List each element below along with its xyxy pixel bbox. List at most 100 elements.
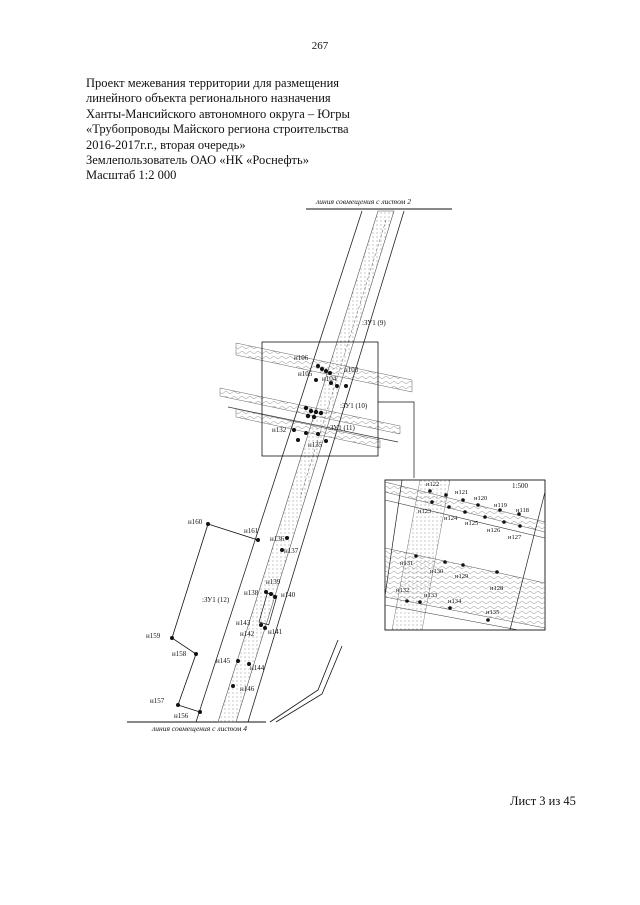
header-line: «Трубопроводы Майского региона строитель… bbox=[86, 122, 349, 137]
corridor-boundary bbox=[195, 210, 363, 723]
plot-label: :ЗУ1 (11) bbox=[328, 424, 356, 432]
survey-point bbox=[259, 623, 263, 627]
point-label: н142 bbox=[240, 630, 255, 638]
survey-point bbox=[264, 590, 268, 594]
survey-point bbox=[304, 431, 308, 435]
header-line: Ханты-Мансийского автономного округа – Ю… bbox=[86, 106, 350, 121]
point-label: н106 bbox=[294, 354, 309, 362]
point-label: н135 bbox=[308, 441, 323, 449]
point-label: н141 bbox=[268, 628, 283, 636]
point-label: н127 bbox=[508, 534, 522, 541]
survey-point bbox=[256, 538, 260, 542]
point-label: н156 bbox=[174, 712, 189, 720]
point-label: н125 bbox=[465, 520, 478, 527]
top-joining-line: линия совмещения с листом 2 bbox=[306, 197, 452, 210]
point-label: н143 bbox=[236, 619, 251, 627]
top-joining-label: линия совмещения с листом 2 bbox=[315, 197, 411, 206]
point-label: н138 bbox=[244, 589, 259, 597]
survey-point bbox=[198, 710, 202, 714]
point-label: н119 bbox=[494, 502, 507, 509]
survey-point bbox=[292, 428, 296, 432]
plot-label: :ЗУ1 (12) bbox=[202, 596, 230, 604]
survey-point bbox=[324, 369, 328, 373]
point-label: н132 bbox=[396, 587, 409, 594]
point-label: н145 bbox=[216, 657, 231, 665]
point-label: н103 bbox=[344, 366, 359, 374]
point-label: н105 bbox=[298, 370, 313, 378]
survey-point bbox=[344, 384, 348, 388]
point-label: н134 bbox=[448, 598, 462, 605]
point-label: н159 bbox=[146, 632, 161, 640]
point-label: н139 bbox=[266, 578, 281, 586]
point-label: н122 bbox=[426, 481, 439, 488]
survey-points bbox=[170, 364, 348, 714]
point-label: н146 bbox=[240, 685, 255, 693]
header-line: 2016-2017г.г., вторая очередь» bbox=[86, 137, 246, 152]
inset-map: 1:500 н122 н121 н120 н119 н118 н123 н124… bbox=[384, 479, 546, 631]
document-header: Проект межевания территории для размещен… bbox=[86, 76, 446, 184]
plot-label: :ЗУ1 (9) bbox=[362, 319, 386, 327]
survey-point bbox=[296, 438, 300, 442]
point-label: н161 bbox=[244, 527, 259, 535]
survey-point bbox=[328, 371, 332, 375]
survey-point bbox=[280, 548, 284, 552]
corridor-boundary bbox=[299, 219, 387, 499]
page-number: 267 bbox=[311, 40, 329, 52]
survey-point bbox=[194, 652, 198, 656]
survey-point bbox=[285, 536, 289, 540]
road-line bbox=[275, 645, 343, 723]
main-corridor bbox=[217, 210, 395, 723]
survey-point bbox=[308, 408, 314, 414]
map-scale: Масштаб 1:2 000 bbox=[86, 168, 177, 183]
sheet-counter: Лист 3 из 45 bbox=[510, 794, 576, 808]
point-label: н130 bbox=[430, 568, 443, 575]
plot-label: :ЗУ1 (10) bbox=[340, 402, 368, 410]
road-line bbox=[269, 639, 339, 723]
point-label: н126 bbox=[487, 527, 501, 534]
cross-corridor-lower bbox=[235, 408, 381, 449]
survey-point bbox=[206, 522, 210, 526]
point-label: н140 bbox=[281, 591, 296, 599]
survey-point bbox=[305, 413, 311, 419]
point-label: н160 bbox=[188, 518, 203, 526]
survey-point bbox=[313, 409, 319, 415]
corridor-boundary bbox=[247, 210, 405, 723]
detail-frame bbox=[261, 341, 379, 457]
survey-point bbox=[236, 659, 240, 663]
map-labels: :ЗУ1 (9) :ЗУ1 (10) :ЗУ1 (11) :ЗУ1 (12) н… bbox=[146, 319, 386, 720]
point-label: н144 bbox=[250, 664, 265, 672]
inset-scale: 1:500 bbox=[512, 482, 528, 490]
survey-point bbox=[320, 367, 324, 371]
survey-point bbox=[311, 414, 317, 420]
point-label: н131 bbox=[400, 560, 413, 567]
point-label: н135 bbox=[486, 609, 499, 616]
survey-point bbox=[329, 381, 333, 385]
survey-point bbox=[231, 684, 235, 688]
point-label: н124 bbox=[444, 515, 458, 522]
plot-marker bbox=[258, 592, 278, 626]
point-label: н120 bbox=[474, 495, 487, 502]
survey-point bbox=[170, 636, 174, 640]
point-label: н121 bbox=[455, 489, 468, 496]
point-label: н136 bbox=[270, 535, 285, 543]
point-label: н157 bbox=[150, 697, 165, 705]
survey-point bbox=[314, 378, 318, 382]
point-label: н128 bbox=[490, 585, 503, 592]
point-label: н104 bbox=[322, 375, 337, 383]
point-label: н133 bbox=[424, 592, 437, 599]
survey-point bbox=[303, 405, 309, 411]
cross-corridor-upper bbox=[235, 342, 413, 393]
survey-point bbox=[318, 410, 324, 416]
bottom-joining-label: линия совмещения с листом 4 bbox=[151, 724, 247, 733]
header-line: Проект межевания территории для размещен… bbox=[86, 76, 340, 90]
point-label: н137 bbox=[284, 547, 299, 555]
header-line: Землепользователь ОАО «НК «Роснефть» bbox=[86, 153, 309, 168]
point-label: н129 bbox=[455, 573, 468, 580]
survey-point bbox=[335, 384, 339, 388]
point-label: н132 bbox=[272, 426, 287, 434]
survey-point bbox=[247, 662, 251, 666]
header-line: линейного объекта регионального назначен… bbox=[86, 91, 331, 106]
detail-callout bbox=[378, 401, 415, 478]
point-label: н158 bbox=[172, 650, 187, 658]
